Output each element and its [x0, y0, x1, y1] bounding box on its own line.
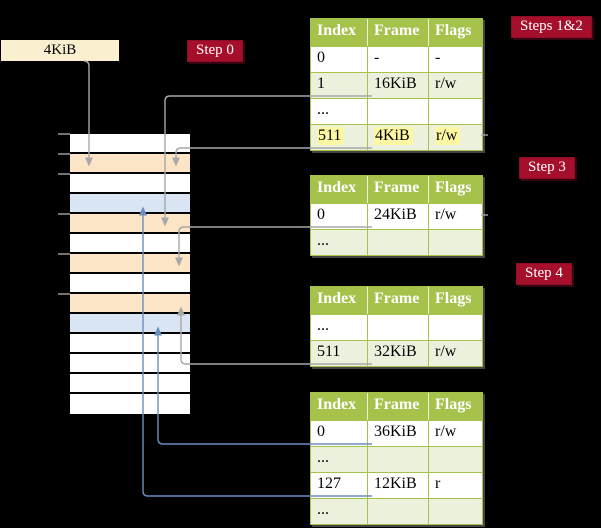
table-row: 0-- — [311, 46, 482, 72]
table-row: ... — [311, 98, 482, 124]
table-cell — [367, 446, 428, 472]
table-cell: ... — [311, 98, 367, 124]
table-cell: r/w — [428, 203, 482, 229]
table-cell — [367, 314, 428, 340]
table-cell — [428, 98, 482, 124]
memory-row-7 — [70, 274, 190, 294]
memory-row-1 — [70, 154, 190, 174]
table-cell: r — [428, 472, 482, 498]
table-cell: ... — [311, 314, 367, 340]
memory-row-8 — [70, 294, 190, 314]
column-header-flags: Flags — [428, 176, 482, 203]
table-cell: 0 — [311, 46, 367, 72]
column-header-flags: Flags — [428, 287, 482, 314]
table-cell: 0 — [311, 420, 367, 446]
badge-steps-1-2: Steps 1&2 — [511, 16, 592, 38]
highlighted-value: 511 — [317, 127, 345, 145]
memory-row-4 — [70, 214, 190, 234]
memory-column — [70, 134, 190, 414]
table-cell: 511 — [311, 124, 367, 150]
table-cell: ... — [311, 446, 367, 472]
table-row: ... — [311, 498, 482, 524]
badge-step-3: Step 3 — [519, 157, 575, 179]
table-cell: - — [367, 46, 428, 72]
column-header-frame: Frame — [367, 19, 428, 46]
memory-row-5 — [70, 234, 190, 254]
table-cell: 16KiB — [367, 72, 428, 98]
column-header-frame: Frame — [367, 287, 428, 314]
column-header-frame: Frame — [367, 176, 428, 203]
table-cell: ... — [311, 498, 367, 524]
table-cell: - — [428, 46, 482, 72]
memory-row-2 — [70, 174, 190, 194]
table-cell — [428, 314, 482, 340]
highlighted-value: 4KiB — [374, 127, 413, 145]
frame-size-box: 4KiB — [1, 40, 119, 61]
badge-step-0: Step 0 — [187, 40, 243, 62]
table-row: ... — [311, 229, 482, 255]
memory-row-0 — [70, 134, 190, 154]
badge-step-4: Step 4 — [516, 263, 572, 285]
table-cell: 12KiB — [367, 472, 428, 498]
table-cell: 0 — [311, 203, 367, 229]
memory-address-ticks — [58, 133, 70, 295]
memory-row-11 — [70, 354, 190, 374]
table-cell: 1 — [311, 72, 367, 98]
column-header-index: Index — [317, 22, 357, 39]
column-header-index: Index — [317, 179, 357, 196]
table-cell: ... — [311, 229, 367, 255]
table-cell — [428, 498, 482, 524]
memory-row-6 — [70, 254, 190, 274]
column-header-flags: Flags — [428, 393, 482, 420]
memory-row-3 — [70, 194, 190, 214]
memory-row-9 — [70, 314, 190, 334]
table-cell: 36KiB — [367, 420, 428, 446]
table-cell: r/w — [428, 72, 482, 98]
memory-row-12 — [70, 374, 190, 394]
table-cell — [428, 229, 482, 255]
column-header-index: Index — [317, 396, 357, 413]
column-header-frame: Frame — [367, 393, 428, 420]
table-row: 511 4KiB r/w — [311, 124, 482, 150]
table-cell — [367, 98, 428, 124]
table-cell — [367, 498, 428, 524]
table-cell: 511 — [311, 340, 367, 366]
table-cell: r/w — [428, 340, 482, 366]
table-cell: 24KiB — [367, 203, 428, 229]
table-cell: 4KiB — [367, 124, 428, 150]
table-cell — [428, 446, 482, 472]
memory-row-13 — [70, 394, 190, 414]
highlighted-value: r/w — [435, 127, 461, 145]
table-cell: 32KiB — [367, 340, 428, 366]
column-header-index: Index — [317, 290, 357, 307]
table-row: ... — [311, 446, 482, 472]
table-cell: r/w — [428, 124, 482, 150]
column-header-flags: Flags — [428, 19, 482, 46]
table-row: ... — [311, 314, 482, 340]
memory-row-10 — [70, 334, 190, 354]
table-cell — [367, 229, 428, 255]
table-cell: 127 — [311, 472, 367, 498]
table-cell: r/w — [428, 420, 482, 446]
